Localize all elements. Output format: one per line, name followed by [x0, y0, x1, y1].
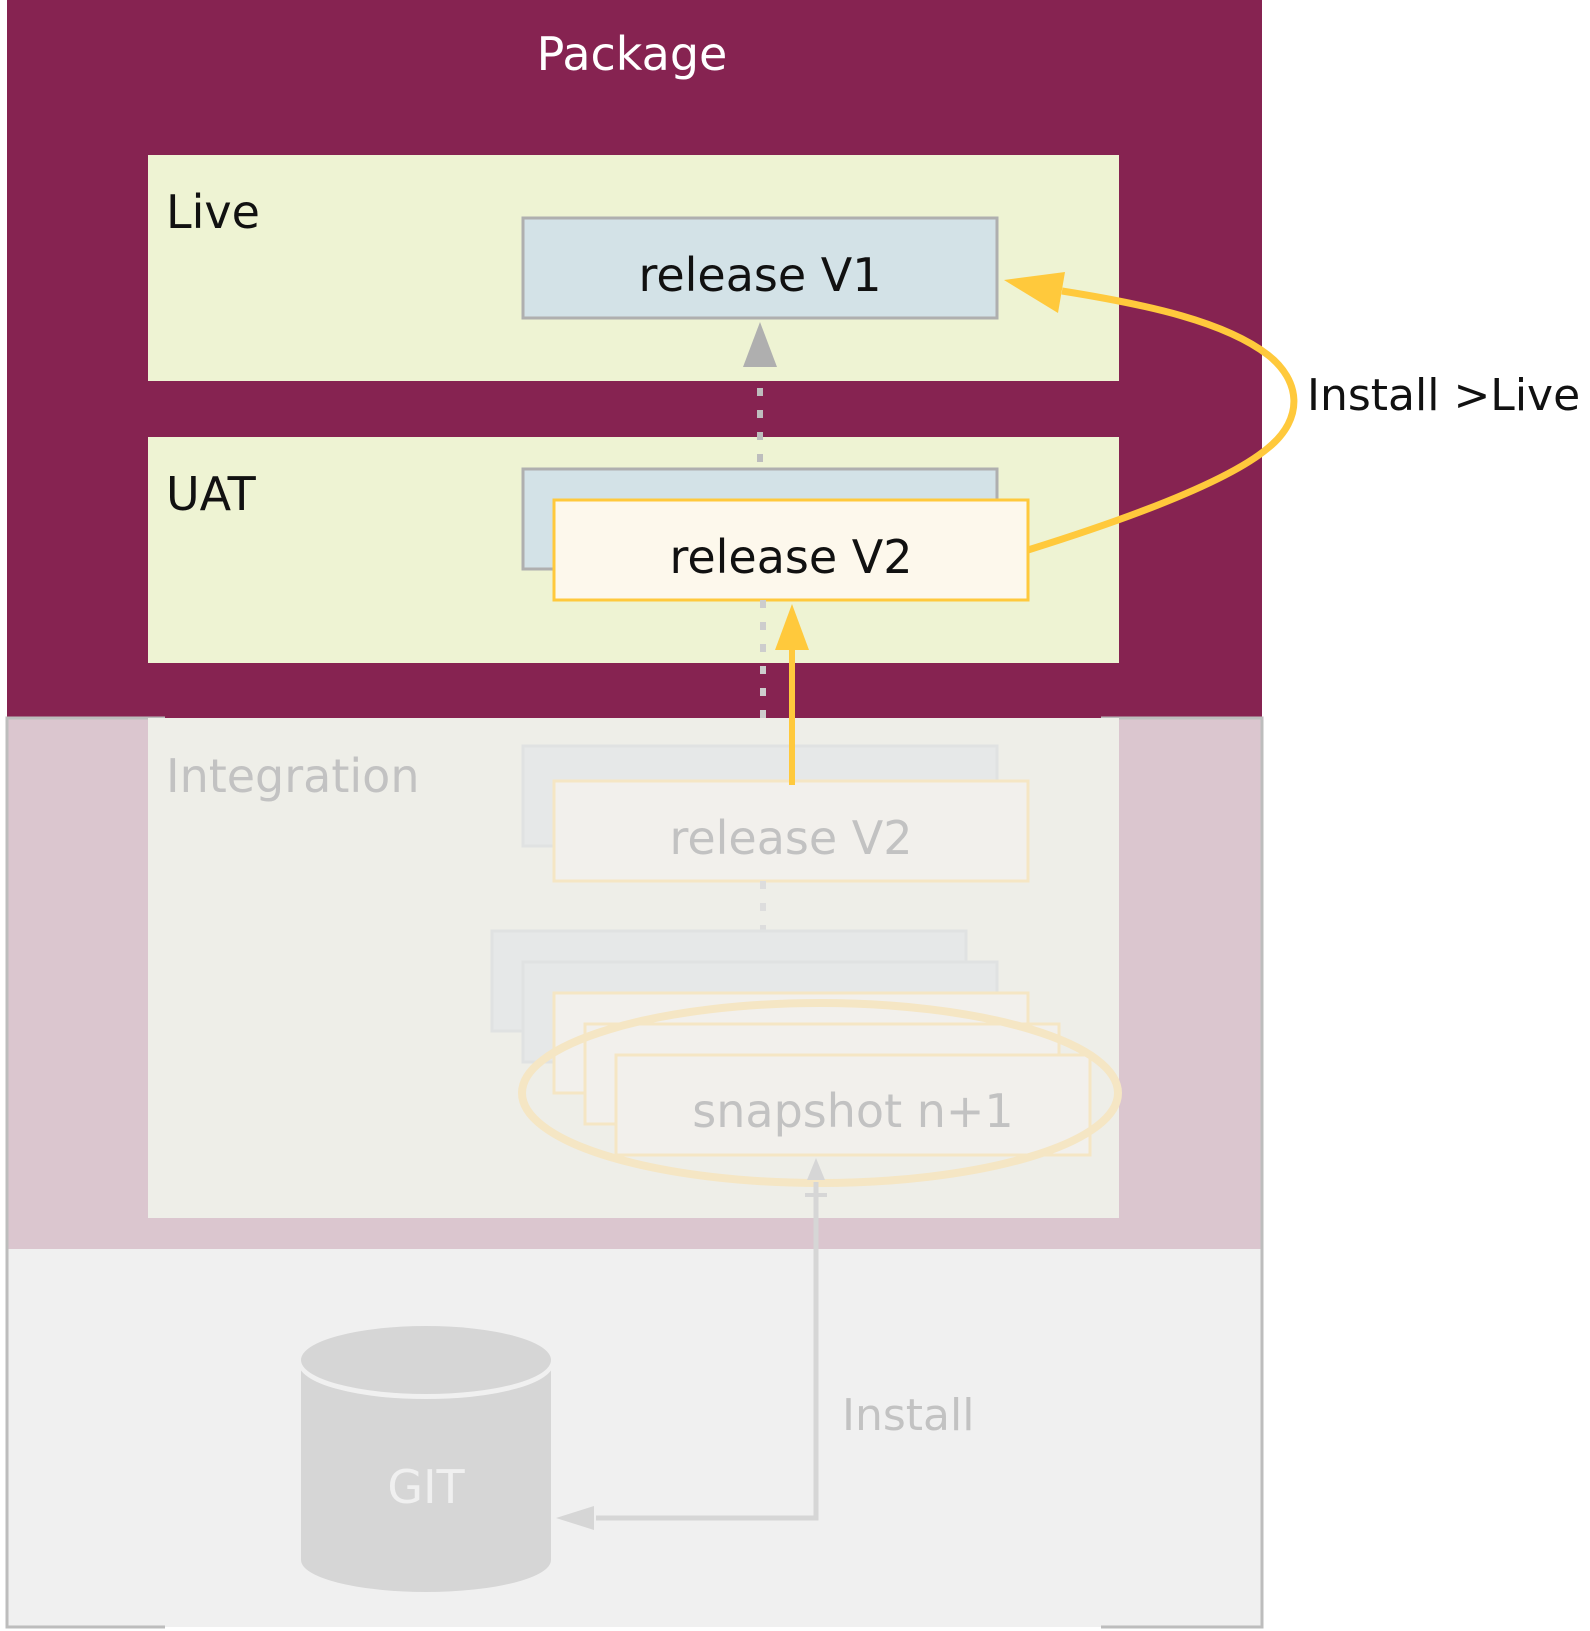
promote-arrowhead-yellow	[775, 604, 809, 650]
lower-outline	[5, 716, 1264, 1629]
install-arrowhead-snapshot	[807, 1158, 825, 1180]
snapshot-label: snapshot n+1	[692, 1084, 1013, 1138]
install-live-arrowhead	[1004, 272, 1065, 313]
release-v1-box	[521, 216, 999, 320]
install-arrowhead-git	[556, 1506, 594, 1530]
git-cylinder-cap	[301, 1326, 551, 1394]
install-live-label: Install >Live	[1307, 370, 1580, 421]
install-label: Install	[842, 1390, 974, 1441]
git-label: GIT	[387, 1460, 465, 1514]
release-v2-integration-label: release V2	[669, 811, 912, 865]
git-cylinder-body	[301, 1362, 551, 1592]
release-v2-uat-label: release V2	[669, 530, 912, 584]
snapshot-highlight-ellipse	[518, 999, 1122, 1187]
promote-arrowhead-grey	[743, 322, 777, 367]
uat-label: UAT	[166, 467, 257, 521]
install-live-arrow	[1026, 287, 1298, 554]
release-v2-integration-box	[552, 779, 1030, 883]
git-area	[7, 1249, 1262, 1627]
install-arrow	[596, 1182, 819, 1521]
snapshot-box	[614, 1053, 1092, 1157]
release-v1-label: release V1	[638, 248, 881, 302]
package-title: Package	[537, 27, 728, 81]
integration-label: Integration	[166, 749, 419, 803]
release-v2-uat-box	[552, 498, 1030, 602]
live-label: Live	[166, 185, 260, 239]
